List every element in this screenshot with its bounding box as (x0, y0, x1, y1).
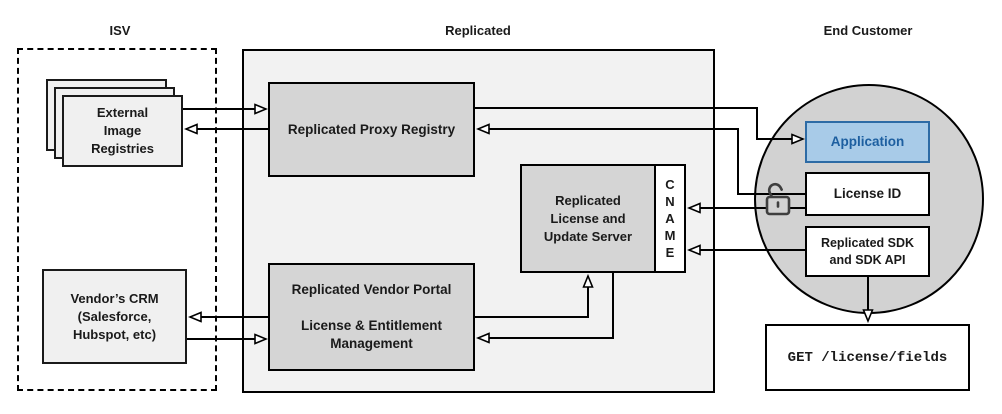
box-label-line: Registries (91, 141, 154, 156)
box-label-line: Replicated Vendor Portal (291, 282, 452, 297)
box-label-line: License and (550, 210, 626, 226)
box-label-line: Management (330, 336, 413, 351)
box-label-line: Application (830, 134, 905, 149)
isv-panel (17, 48, 217, 391)
box-label-line: Vendor’s CRM (70, 290, 159, 306)
cname-letter: M (664, 228, 676, 243)
application-box: Application (805, 121, 930, 163)
external-image-registries-box: External Image Registries (62, 95, 183, 167)
cname-letter: A (665, 211, 675, 226)
box-label-line: Update Server (543, 228, 633, 244)
box-label-line: License & Entitlement (300, 318, 443, 333)
cname-letter: C (665, 177, 675, 192)
cname-strip: C N A M E (654, 164, 686, 273)
cname-letter: N (665, 194, 675, 209)
box-label-line: License ID (833, 186, 902, 201)
vendor-crm-box: Vendor’s CRM (Salesforce, Hubspot, etc) (42, 269, 187, 364)
box-label-line: and SDK API (829, 252, 906, 267)
box-label-line: External (96, 105, 149, 120)
box-label-line: Replicated (555, 192, 621, 208)
api-call-box: GET /license/fields (765, 324, 970, 391)
box-label-line: Image (103, 123, 142, 138)
license-update-server-box: Replicated License and Update Server (520, 164, 656, 273)
open-lock-icon (765, 182, 791, 216)
cname-letter: E (665, 245, 675, 260)
section-label-isv: ISV (109, 23, 131, 38)
license-id-box: License ID (805, 172, 930, 216)
box-label-line: (Salesforce, (77, 308, 152, 324)
replicated-sdk-box: Replicated SDK and SDK API (805, 226, 930, 277)
proxy-registry-box: Replicated Proxy Registry (268, 82, 475, 177)
vendor-portal-box: Replicated Vendor Portal License & Entit… (268, 263, 475, 371)
api-call-label: GET /license/fields (787, 349, 948, 366)
section-label-replicated: Replicated (445, 23, 511, 38)
box-label-line: Hubspot, etc) (72, 326, 157, 342)
box-label-line: Replicated Proxy Registry (287, 121, 456, 137)
box-label-line: Replicated SDK (820, 235, 915, 250)
section-label-end-customer: End Customer (823, 23, 913, 38)
